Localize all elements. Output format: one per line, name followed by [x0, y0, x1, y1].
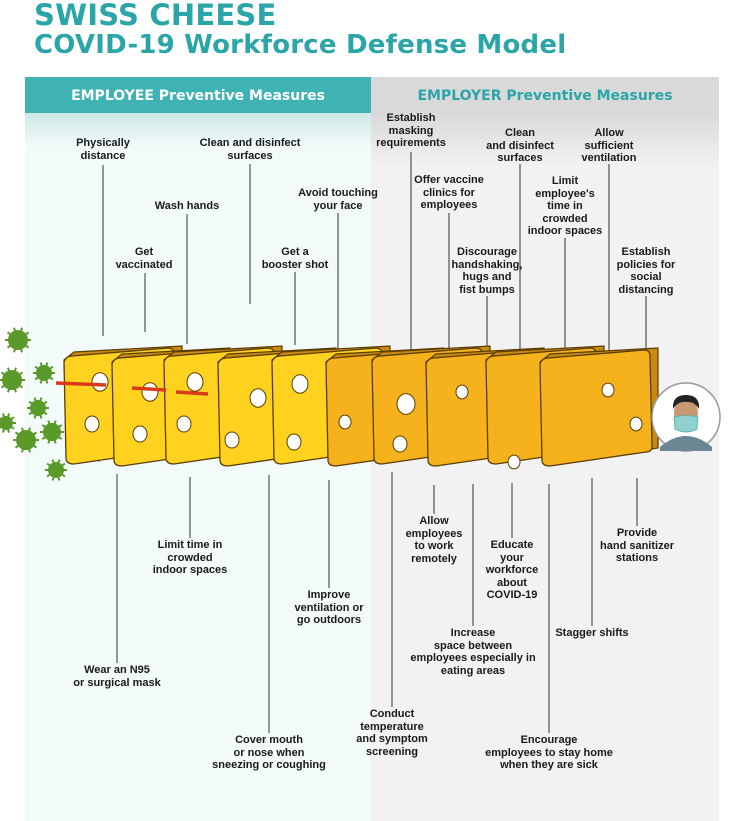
label-improve-ventilation: Improve ventilation or go outdoors: [294, 589, 364, 626]
cheese-hole: [455, 384, 469, 400]
label-physically-distance: Physically distance: [76, 137, 130, 162]
cheese-hole: [338, 414, 352, 430]
label-limit-time-employee: Limit time in crowded indoor spaces: [152, 539, 228, 576]
label-booster: Get a booster shot: [261, 246, 329, 271]
cheese-hole: [396, 393, 416, 415]
virus-icon: [45, 459, 67, 481]
label-avoid-touching: Avoid touching your face: [298, 187, 378, 212]
cheese-hole: [91, 372, 109, 392]
cheese-hole: [286, 433, 302, 451]
cheese-slices: [63, 345, 659, 470]
avatar-shoulders: [660, 436, 712, 451]
employer-panel-heading: EMPLOYER Preventive Measures: [417, 88, 673, 104]
virus-icon: [13, 427, 39, 453]
title-line-1: SWISS CHEESE: [34, 0, 277, 32]
label-ventilation: Allow sufficient ventilation: [581, 127, 637, 164]
cheese-hole: [141, 382, 159, 402]
virus-icon: [33, 362, 55, 384]
label-wear-mask: Wear an N95 or surgical mask: [73, 664, 161, 689]
label-cover-mouth: Cover mouth or nose when sneezing or cou…: [212, 734, 326, 771]
label-get-vaccinated: Get vaccinated: [115, 246, 173, 271]
virus-icon: [0, 413, 16, 433]
label-limit-time-employer: Limit employee's time in crowded indoor …: [527, 175, 603, 237]
label-discourage: Discourage handshaking, hugs and fist bu…: [451, 246, 523, 296]
label-vaccine-clinics: Offer vaccine clinics for employees: [414, 174, 484, 211]
label-stagger: Stagger shifts: [555, 627, 629, 639]
cheese-hole: [249, 388, 267, 408]
cheese-hole: [629, 416, 643, 432]
virus-icon: [0, 367, 25, 393]
label-social-distancing: Establish policies for social distancing: [616, 246, 676, 296]
label-masking: Establish masking requirements: [376, 112, 446, 149]
avatar-hair: [672, 395, 700, 409]
label-educate: Educate your workforce about COVID-19: [485, 539, 539, 601]
label-hand-sanitizer: Provide hand sanitizer stations: [600, 527, 674, 564]
label-temperature: Conduct temperature and symptom screenin…: [356, 708, 428, 758]
cheese-hole: [291, 374, 309, 394]
face-mask-icon: [673, 415, 699, 433]
label-clean-disinfect-employee: Clean and disinfect surfaces: [199, 137, 301, 162]
virus-icon: [27, 397, 49, 419]
leader-lines: [102, 152, 647, 733]
virus-icon: [40, 420, 64, 444]
label-increase-space: Increase space between employees especia…: [410, 627, 536, 677]
cheese-slice: [539, 347, 659, 467]
virus-arrows: [55, 381, 209, 396]
cheese-hole: [176, 415, 192, 433]
cheese-hole: [132, 425, 148, 443]
cheese-hole: [224, 431, 240, 449]
cheese-slice-face: [539, 349, 653, 467]
cheese-hole: [392, 435, 408, 453]
virus-arrow: [175, 390, 209, 396]
employee-panel-heading: EMPLOYEE Preventive Measures: [71, 88, 325, 104]
cheese-hole: [84, 415, 100, 433]
virus-icon: [5, 327, 31, 353]
title-line-2: COVID-19 Workforce Defense Model: [34, 30, 567, 60]
cheese-hole: [601, 382, 615, 398]
label-wash-hands: Wash hands: [154, 200, 220, 212]
worker-avatar: [651, 382, 721, 452]
label-allow-remote: Allow employees to work remotely: [405, 515, 463, 565]
virus-arrow: [131, 386, 167, 392]
cheese-hole: [186, 372, 204, 392]
label-clean-disinfect-employer: Clean and disinfect surfaces: [486, 127, 554, 164]
cheese-hole: [507, 454, 521, 470]
label-stay-home: Encourage employees to stay home when th…: [485, 734, 613, 771]
virus-arrow: [55, 381, 107, 387]
